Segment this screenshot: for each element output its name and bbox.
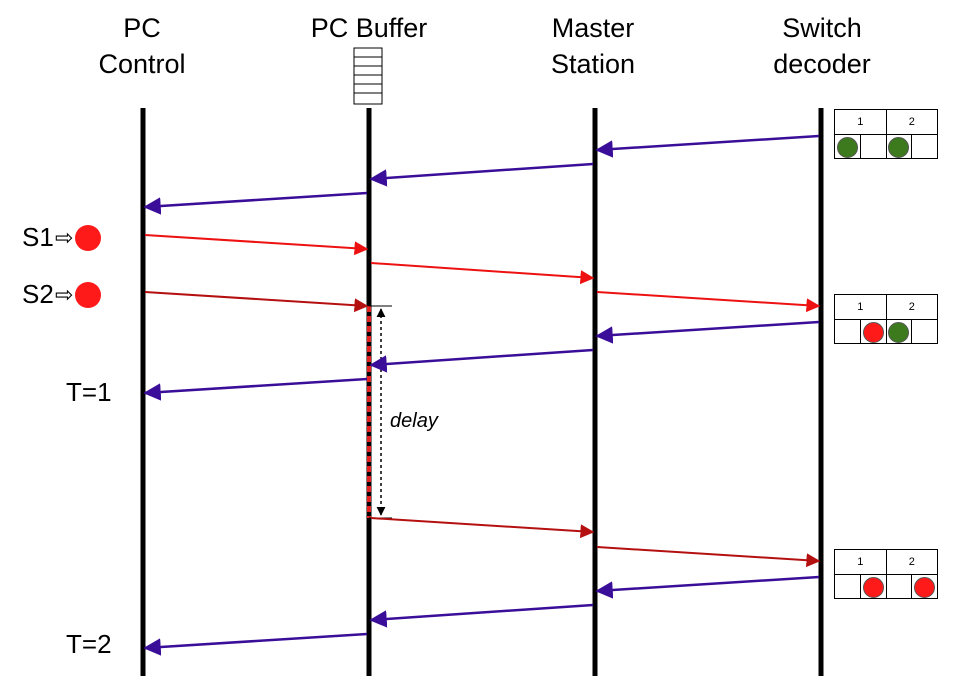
command-s2-message [370, 517, 595, 539]
buffer-stack-icon [353, 47, 383, 105]
switch-panel-lamp-row [835, 134, 937, 159]
signal-s2-label: S2 [22, 279, 54, 309]
lane-header-switch-decoder-line2: decoder [773, 49, 871, 79]
switch-panel: 1 2 [834, 549, 938, 599]
lane-header-master-station-line2: Station [550, 49, 636, 79]
poll-message [143, 191, 368, 215]
poll-message [369, 348, 594, 373]
switch-panel-lamp-row [835, 319, 937, 344]
switch-panel-lamp-row [835, 574, 937, 599]
green-lamp-icon [836, 136, 858, 158]
red-lamp-icon [862, 321, 884, 343]
signal-s2: S2 ⇨ [22, 279, 102, 310]
signal-s1-label: S1 [22, 222, 54, 252]
red-lamp-icon [862, 576, 884, 598]
switch-panel: 1 2 [834, 109, 938, 159]
hollow-arrow-icon: ⇨ [54, 281, 74, 307]
signal-s1: S1 ⇨ [22, 222, 102, 253]
command-s1-message [144, 234, 369, 256]
hollow-arrow-icon: ⇨ [54, 224, 74, 250]
delay-dimension [369, 305, 392, 519]
poll-message [369, 603, 594, 628]
lane-header-pc-control-line1: PC [123, 13, 161, 43]
lane-header-master-station-line1: Master [551, 13, 635, 43]
switch-2-header: 2 [885, 110, 938, 134]
lane-header-pc-buffer: PC Buffer [279, 10, 459, 46]
green-lamp-icon [888, 321, 910, 343]
switch-panel: 1 2 [834, 294, 938, 344]
poll-message [143, 632, 368, 656]
time-label-t1: T=1 [66, 377, 112, 407]
switch-panel-header-row: 1 2 [835, 110, 937, 134]
poll-message [143, 377, 368, 401]
switch-panel-header-row: 1 2 [835, 550, 937, 574]
command-s1-message [370, 262, 595, 285]
lane-header-master-station: Master Station [503, 10, 683, 82]
poll-message [595, 575, 820, 599]
time-label-t2: T=2 [66, 629, 112, 659]
command-s2-message [596, 546, 821, 568]
red-lamp-icon [914, 576, 936, 598]
red-lamp-icon [75, 281, 102, 308]
red-lamp-icon [75, 224, 102, 251]
switch-2-header: 2 [885, 550, 938, 574]
poll-message [369, 162, 594, 187]
green-lamp-icon [888, 136, 910, 158]
switch-panel-header-row: 1 2 [835, 295, 937, 319]
lane-header-pc-buffer-line1: PC Buffer [310, 13, 428, 43]
command-s2-message [144, 291, 369, 313]
poll-message [595, 320, 820, 344]
command-s1-message [596, 291, 821, 313]
lane-header-switch-decoder-line1: Switch [782, 13, 862, 43]
lane-header-pc-control-line2: Control [98, 49, 186, 79]
poll-message [595, 134, 820, 158]
switch-1-header: 1 [857, 116, 864, 128]
switch-1-header: 1 [857, 301, 864, 313]
switch-1-header: 1 [857, 556, 864, 568]
lane-header-switch-decoder: Switch decoder [732, 10, 912, 82]
delay-label: delay [390, 410, 438, 432]
switch-2-header: 2 [885, 295, 938, 319]
lane-header-pc-control: PC Control [52, 10, 232, 82]
